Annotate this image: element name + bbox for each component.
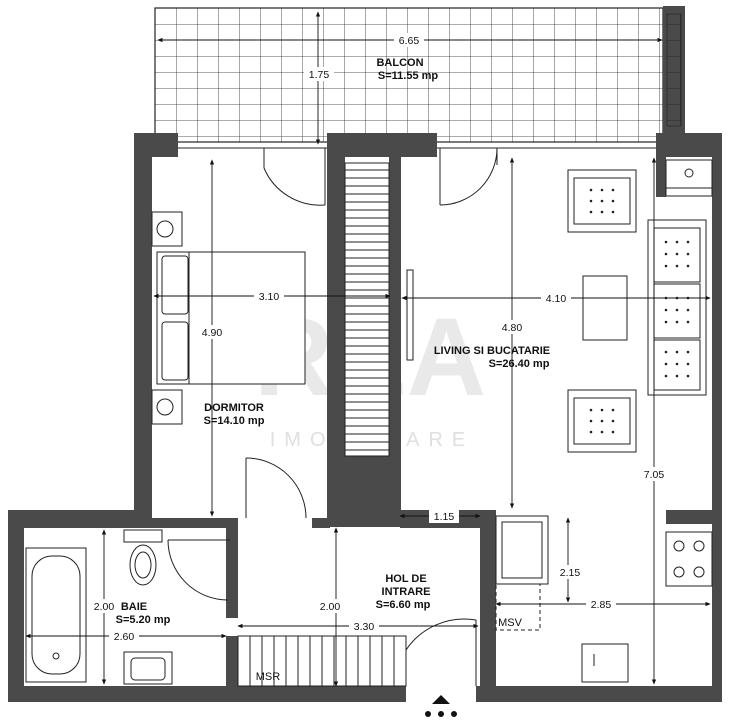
bathroom-fixtures: [25, 529, 173, 685]
cushion-dots: [589, 188, 690, 434]
balcon-name: BALCON: [376, 57, 423, 69]
dim-balcon-width: 6.65: [399, 35, 420, 47]
balcon-area: S=11.55 mp: [378, 70, 439, 82]
dim-dormitor-width: 3.10: [259, 291, 280, 303]
entrance-marker-icon: [425, 695, 457, 717]
balcony: [154, 6, 685, 143]
dim-kitchen-depth: 2.15: [560, 567, 581, 579]
hol-name-line2: INTRARE: [382, 586, 431, 598]
shoe-rack: [237, 635, 407, 687]
windows: [178, 141, 656, 149]
kitchen-sink: [581, 643, 629, 683]
walls: [8, 133, 722, 702]
dimension-text-bg: [89, 33, 669, 643]
living-area: S=26.40 mp: [489, 358, 550, 370]
hol-area: S=6.60 mp: [376, 599, 431, 611]
living-name: LIVING SI BUCATARIE: [434, 345, 550, 357]
dim-living-total-depth: 7.05: [644, 469, 665, 481]
dim-living-depth: 4.80: [502, 322, 523, 334]
room-labels: BALCON S=11.55 mp DORMITOR S=14.10 mp LI…: [116, 57, 551, 683]
dim-living-width: 4.10: [546, 293, 567, 305]
baie-area: S=5.20 mp: [116, 614, 171, 626]
dim-kitchen-width: 2.85: [591, 599, 612, 611]
toilet-tank: [123, 529, 163, 543]
hol-name-line1: HOL DE: [385, 573, 426, 585]
dim-baie-depth: 2.00: [94, 601, 115, 613]
dim-hol-depth: 2.00: [320, 601, 341, 613]
stove: [665, 531, 713, 587]
kitchen-fixtures: [495, 159, 713, 683]
dim-balcon-depth: 1.75: [309, 69, 330, 81]
coffee-table: [582, 275, 628, 341]
dim-hol-passage: 1.15: [434, 511, 455, 523]
msv-label: MSV: [498, 617, 523, 629]
dim-baie-width: 2.60: [114, 631, 135, 643]
wardrobe: [344, 162, 414, 457]
dormitor-name: DORMITOR: [204, 402, 264, 414]
dormitor-area: S=14.10 mp: [204, 415, 265, 427]
living-furniture: [567, 169, 707, 453]
bedroom-furniture: [151, 211, 306, 425]
baie-name: BAIE: [121, 601, 147, 613]
dimension-texts: 6.65 1.75 3.10 4.90 4.10 4.80 7.05 1.15 …: [94, 35, 665, 643]
dim-hol-width: 3.30: [354, 621, 375, 633]
doors: [167, 147, 498, 686]
dim-dormitor-depth: 4.90: [202, 327, 223, 339]
dishwasher-msv: [495, 583, 541, 631]
msr-label: MSR: [256, 671, 281, 683]
